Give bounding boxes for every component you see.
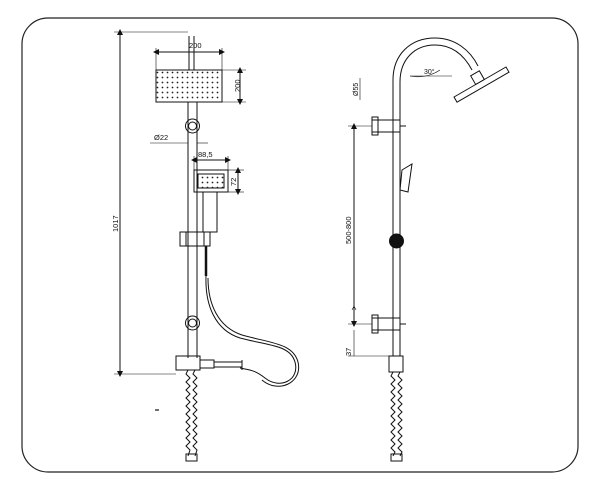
inlet-nut <box>185 453 198 462</box>
outlet-connector <box>213 361 243 368</box>
inlet-hose <box>185 369 191 457</box>
arm-angle-label: 30° <box>424 68 435 76</box>
drawing-frame <box>21 17 579 473</box>
total-height-label: 1017 <box>111 215 120 232</box>
diverter-body <box>175 355 201 371</box>
arm-diameter-label: Ø55 <box>353 83 360 96</box>
front-view <box>114 29 300 462</box>
slider-holder <box>179 231 211 247</box>
side-slider-knob <box>389 233 404 249</box>
bottom-offset-label: 37 <box>344 348 353 356</box>
shower-head-square <box>155 69 223 103</box>
upper-wall-bracket <box>185 118 200 134</box>
side-diverter <box>388 355 404 373</box>
side-upper-bracket <box>371 119 401 133</box>
hose-loop <box>205 275 297 384</box>
hand-shower-height-label: 72 <box>229 178 238 186</box>
lower-wall-bracket <box>185 315 200 331</box>
hand-shower-handle <box>202 191 218 233</box>
side-shower-head <box>453 66 510 103</box>
mounting-range-label: 500-800 <box>344 216 353 244</box>
side-inlet-hose <box>390 371 396 457</box>
curved-arm <box>392 37 479 110</box>
side-hand-shower <box>399 163 413 193</box>
side-lower-bracket <box>371 317 401 331</box>
rail-diameter-label: Ø22 <box>154 133 168 142</box>
side-view <box>348 37 510 462</box>
hand-shower-width-label: 88,5 <box>198 150 213 159</box>
side-inlet-nut <box>390 453 403 462</box>
head-height-label: 200 <box>233 79 242 92</box>
head-width-label: 200 <box>189 41 202 50</box>
